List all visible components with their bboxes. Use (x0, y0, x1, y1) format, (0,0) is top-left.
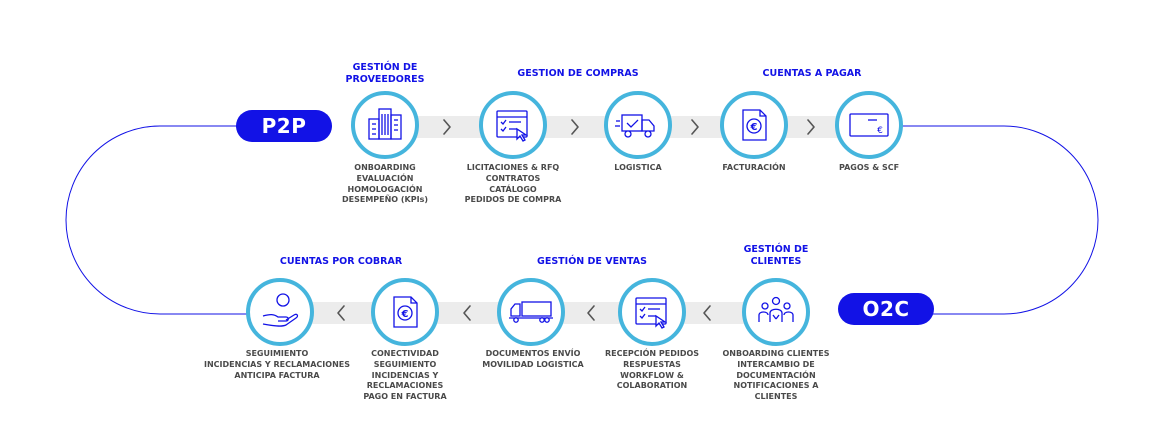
step-circle (618, 278, 686, 346)
euro-invoice-icon: € (393, 296, 418, 328)
heading-gestion-proveedores: GESTIÓN DE PROVEEDORES (345, 62, 425, 85)
step-circle (479, 91, 547, 159)
loop-connector-right (900, 125, 1099, 315)
chevron-left-icon (337, 305, 345, 321)
step-circle (742, 278, 810, 346)
step-circle (351, 91, 419, 159)
heading-gestion-ventas: GESTIÓN DE VENTAS (537, 256, 647, 267)
coin-hand-icon (262, 293, 299, 327)
step-description: DOCUMENTOS ENVÍO MOVILIDAD LOGISTICA (482, 349, 584, 369)
step-description: ONBOARDING EVALUACIÓN HOMOLOGACIÓN DESEM… (341, 163, 429, 205)
step-description: PAGOS & SCF (838, 163, 900, 172)
step-circle: € (720, 91, 788, 159)
o2c-badge: O2C (838, 293, 934, 325)
chevron-left-icon (463, 305, 471, 321)
buildings-icon (368, 108, 402, 140)
delivery-truck-icon (615, 114, 655, 138)
step-circle: € (371, 278, 439, 346)
semi-truck-icon (509, 301, 553, 323)
chevron-right-icon (807, 119, 815, 135)
step-circle (246, 278, 314, 346)
heading-cuentas-cobrar: CUENTAS POR COBRAR (279, 256, 403, 267)
loop-connector (65, 125, 340, 315)
step-circle (604, 91, 672, 159)
svg-text:€: € (401, 309, 409, 320)
chevron-right-icon (571, 119, 579, 135)
heading-gestion-compras: GESTION DE COMPRAS (517, 68, 639, 79)
euro-card-icon: € (849, 113, 889, 137)
heading-cuentas-pagar: CUENTAS A PAGAR (762, 68, 862, 79)
step-circle: € (835, 91, 903, 159)
step-description: ONBOARDING CLIENTES INTERCAMBIO DE DOCUM… (722, 349, 830, 402)
chevron-right-icon (691, 119, 699, 135)
step-description: CONECTIVIDAD SEGUIMIENTO INCIDENCIAS Y R… (363, 349, 447, 402)
people-network-icon (758, 296, 794, 322)
step-description: LICITACIONES & RFQ CONTRATOS CATÁLOGO PE… (464, 163, 562, 205)
heading-gestion-clientes: GESTIÓN DE CLIENTES (743, 244, 809, 267)
browser-checklist-icon (635, 297, 668, 329)
step-circle (497, 278, 565, 346)
svg-text:€: € (750, 122, 758, 133)
step-description: SEGUIMIENTO INCIDENCIAS Y RECLAMACIONES … (204, 349, 350, 380)
step-description: LOGISTICA (614, 163, 662, 172)
browser-checklist-icon (496, 110, 529, 142)
chevron-right-icon (443, 119, 451, 135)
svg-text:€: € (877, 126, 883, 136)
p2p-badge: P2P (236, 110, 332, 142)
chevron-left-icon (703, 305, 711, 321)
step-description: RECEPCIÓN PEDIDOS RESPUESTAS WORKFLOW & … (604, 349, 700, 391)
chevron-left-icon (587, 305, 595, 321)
euro-invoice-icon: € (742, 109, 767, 141)
step-description: FACTURACIÓN (722, 163, 786, 172)
